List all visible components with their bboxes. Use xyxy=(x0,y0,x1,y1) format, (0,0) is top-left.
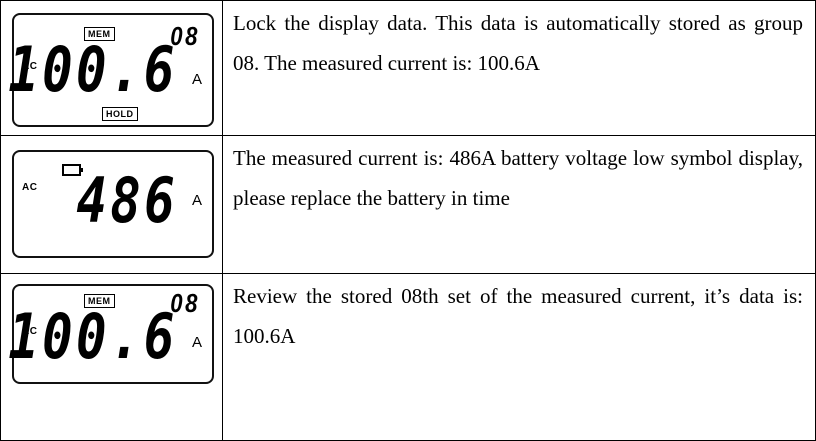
reading-value: 486 xyxy=(76,164,178,237)
ac-indicator: AC xyxy=(22,182,38,193)
ac-indicator: AC xyxy=(22,326,38,337)
battery-low-icon xyxy=(62,164,83,176)
description-cell: The measured current is: 486A battery vo… xyxy=(222,135,816,274)
lcd-cell: AC MEM 08 100.6 A xyxy=(0,273,223,441)
lcd-display: AC MEM 08 100.6 A xyxy=(8,284,214,384)
reading-value: 100.6 xyxy=(8,300,178,373)
table-row: AC MEM 08 100.6 A HOLD Lock the display … xyxy=(0,0,816,136)
lcd-display: AC MEM 08 100.6 A HOLD xyxy=(8,13,214,127)
mem-indicator: MEM xyxy=(84,27,115,41)
table-row: AC MEM 08 100.6 A Review the stored 08th… xyxy=(0,273,816,441)
unit-label: A xyxy=(191,71,202,88)
mem-indicator: MEM xyxy=(84,294,115,308)
table-row: AC 486 A The measured current is: 486A b… xyxy=(0,135,816,274)
lcd-cell: AC MEM 08 100.6 A HOLD xyxy=(0,0,223,136)
lcd-display: AC 486 A xyxy=(12,150,214,258)
ac-indicator: AC xyxy=(22,61,38,72)
description-cell: Lock the display data. This data is auto… xyxy=(222,0,816,136)
lcd-cell: AC 486 A xyxy=(0,135,223,274)
group-number: 08 xyxy=(170,21,200,51)
unit-label: A xyxy=(191,334,202,351)
description-cell: Review the stored 08th set of the measur… xyxy=(222,273,816,441)
hold-indicator: HOLD xyxy=(102,107,138,121)
group-number: 08 xyxy=(170,288,200,318)
unit-label: A xyxy=(191,192,202,209)
reading-value: 100.6 xyxy=(8,33,178,106)
